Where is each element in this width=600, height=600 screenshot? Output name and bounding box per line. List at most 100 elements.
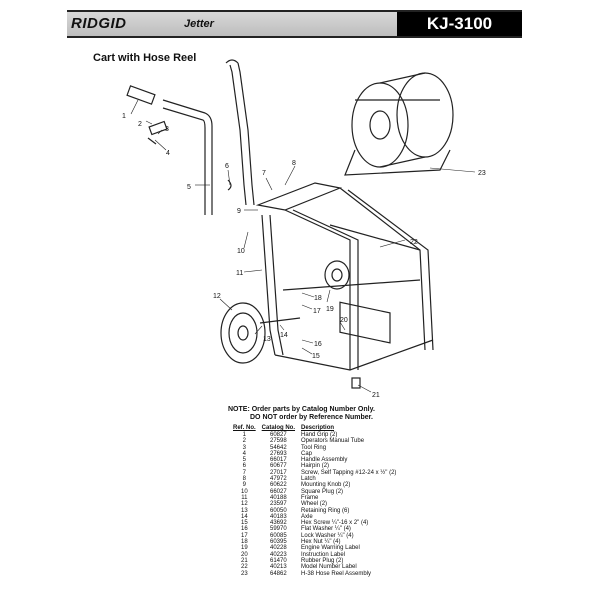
catalog-cell: 47972 (270, 476, 287, 483)
callout-5: 5 (187, 184, 191, 191)
ref-cell: 1 (242, 432, 246, 438)
ref-cell: 6 (242, 463, 246, 470)
product-name: Jetter (184, 18, 214, 30)
table-row: 19 40228 Engine Warning Label (230, 545, 399, 551)
table-header-row: Ref. No. Catalog No. Description (230, 425, 399, 432)
ref-cell: 2 (242, 438, 246, 445)
callout-1: 1 (122, 113, 126, 120)
callout-6: 6 (225, 163, 229, 170)
callout-18: 18 (314, 295, 322, 302)
catalog-cell: 60085 (270, 532, 287, 539)
description-cell: Axle (301, 513, 313, 520)
catalog-cell: 60395 (270, 539, 287, 546)
engine-mount (324, 260, 350, 290)
callout-labels: 1 2 3 4 5 6 7 8 9 10 11 12 13 14 15 16 1… (122, 113, 486, 399)
description-cell: Wheel (2) (301, 501, 328, 508)
ref-cell: 5 (242, 457, 246, 464)
brand-logo: RIDGID (71, 15, 127, 32)
description-cell: Hand Grip (2) (301, 432, 338, 438)
ref-cell: 14 (240, 513, 248, 520)
table-row: 14 40183 Axle (230, 514, 399, 520)
table-row: 3 54642 Tool Ring (230, 445, 399, 451)
description-cell: Rubber Plug (2) (301, 557, 344, 564)
ref-cell: 9 (242, 482, 246, 489)
table-row: 5 66017 Handle Assembly (230, 457, 399, 463)
description-cell: Model Number Label (301, 564, 357, 571)
note-line-2: DO NOT order by Reference Number. (250, 414, 373, 421)
ref-cell: 11 (241, 494, 248, 501)
ref-cell: 12 (240, 501, 248, 508)
order-note: NOTE: Order parts by Catalog Number Only… (228, 406, 375, 422)
leader-lines (130, 99, 476, 393)
description-cell: Frame (301, 494, 319, 501)
callout-9: 9 (237, 208, 241, 215)
table-row: 8 47972 Latch (230, 476, 399, 482)
catalog-cell: 27693 (270, 450, 287, 457)
callout-14: 14 (280, 332, 288, 339)
header-description: Description (301, 425, 335, 431)
catalog-cell: 43692 (270, 520, 287, 527)
description-cell: Latch (301, 476, 316, 483)
callout-22: 22 (410, 239, 418, 246)
header-bar: RIDGID Jetter (67, 12, 397, 36)
catalog-cell: 54642 (270, 444, 287, 451)
catalog-cell: 66017 (270, 457, 287, 464)
callout-4: 4 (166, 150, 170, 157)
ref-cell: 19 (240, 545, 248, 552)
hose-reel (344, 72, 454, 176)
ref-cell: 16 (240, 526, 248, 533)
catalog-cell: 60622 (270, 482, 287, 489)
callout-20: 20 (340, 317, 348, 324)
ref-cell: 18 (240, 539, 248, 546)
model-number: KJ-3100 (397, 12, 522, 36)
description-cell: Flat Washer ¼" (4) (301, 526, 351, 533)
callout-7: 7 (262, 170, 266, 177)
ref-cell: 3 (242, 444, 246, 451)
catalog-cell: 60050 (270, 507, 287, 514)
handle-assembly (126, 59, 255, 215)
description-cell: Mounting Knob (2) (301, 482, 351, 489)
callout-2: 2 (138, 121, 142, 128)
frame (255, 182, 434, 371)
callout-12: 12 (213, 293, 221, 300)
callout-10: 10 (237, 248, 245, 255)
ref-cell: 13 (240, 507, 248, 514)
catalog-cell: 40213 (270, 564, 287, 571)
catalog-cell: 40183 (270, 513, 287, 520)
description-cell: Engine Warning Label (301, 545, 360, 552)
ref-cell: 4 (242, 450, 246, 457)
ref-cell: 8 (242, 476, 246, 483)
catalog-cell: 40223 (270, 551, 287, 558)
description-cell: Tool Ring (301, 444, 327, 451)
header-ref: Ref. No. (233, 425, 256, 431)
description-cell: Cap (301, 450, 313, 457)
callout-3: 3 (165, 126, 169, 133)
callout-23: 23 (478, 170, 486, 177)
catalog-cell: 23597 (270, 501, 287, 508)
description-cell: Screw, Self Tapping #12-24 x ½" (2) (301, 469, 397, 476)
description-cell: Retaining Ring (6) (301, 507, 350, 514)
header-catalog: Catalog No. (261, 425, 296, 431)
description-cell: Handle Assembly (301, 457, 348, 464)
description-cell: H-38 Hose Reel Assembly (301, 570, 372, 577)
table-row: 4 27693 Cap (230, 451, 399, 457)
table-row: 9 60622 Mounting Knob (2) (230, 482, 399, 488)
callout-13: 13 (263, 336, 271, 343)
table-row: 12 23597 Wheel (2) (230, 501, 399, 507)
catalog-cell: 61470 (270, 557, 287, 564)
callout-19: 19 (326, 306, 334, 313)
catalog-cell: 40228 (270, 545, 287, 552)
callout-15: 15 (312, 353, 320, 360)
catalog-cell: 27017 (270, 469, 287, 476)
description-cell: Operators Manual Tube (301, 438, 365, 445)
